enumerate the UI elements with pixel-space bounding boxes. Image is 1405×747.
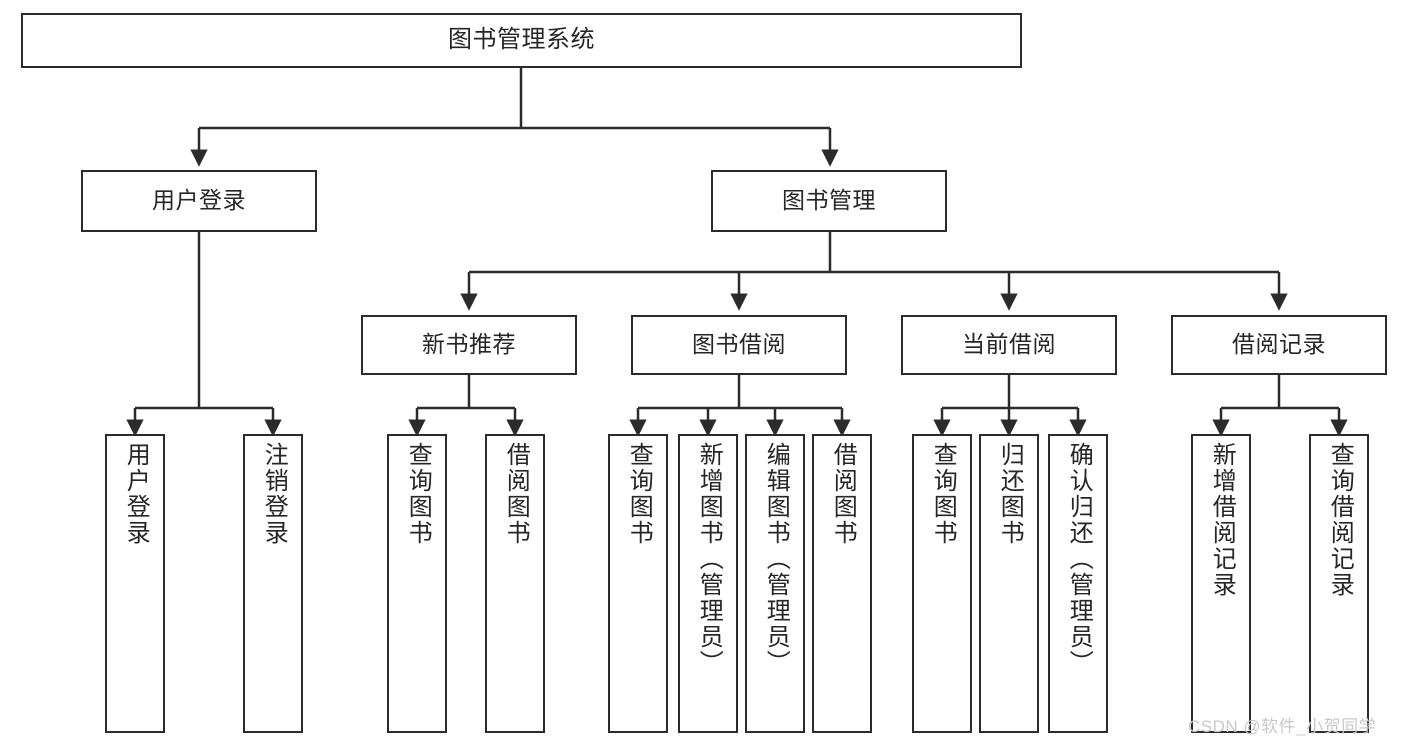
node-label: 借阅图书 — [829, 442, 857, 546]
node-label: 当前借阅 — [962, 331, 1056, 358]
node-label: 图书管理 — [782, 187, 876, 214]
leaf-query-book-current[interactable]: 查询图书 — [912, 434, 972, 733]
leaf-logout-login[interactable]: 注销登录 — [243, 434, 303, 733]
node-current-borrow[interactable]: 当前借阅 — [901, 315, 1117, 375]
node-user-login[interactable]: 用户登录 — [81, 170, 317, 232]
node-new-book-recommend[interactable]: 新书推荐 — [361, 315, 577, 375]
node-label: 新增借阅记录 — [1208, 442, 1236, 598]
node-label: 用户登录 — [122, 442, 150, 546]
node-label: 借阅图书 — [502, 442, 530, 546]
node-book-management[interactable]: 图书管理 — [711, 170, 947, 232]
node-label: 新书推荐 — [422, 331, 516, 358]
leaf-return-book[interactable]: 归还图书 — [979, 434, 1039, 733]
node-label: 查询图书 — [929, 442, 957, 546]
leaf-query-borrow-record[interactable]: 查询借阅记录 — [1309, 434, 1369, 733]
leaf-query-book-recommend[interactable]: 查询图书 — [387, 434, 447, 733]
leaf-user-login[interactable]: 用户登录 — [105, 434, 165, 733]
node-borrow-record[interactable]: 借阅记录 — [1171, 315, 1387, 375]
node-label: 编辑图书（管理员） — [762, 442, 790, 676]
node-label: 新增图书（管理员） — [695, 442, 723, 676]
node-label: 借阅记录 — [1232, 331, 1326, 358]
node-label: 归还图书 — [996, 442, 1024, 546]
leaf-add-borrow-record[interactable]: 新增借阅记录 — [1191, 434, 1251, 733]
node-label: 查询图书 — [404, 442, 432, 546]
node-label: 图书管理系统 — [448, 26, 595, 54]
node-label: 查询图书 — [625, 442, 653, 546]
node-label: 图书借阅 — [692, 331, 786, 358]
node-label: 用户登录 — [152, 187, 246, 214]
node-book-borrow[interactable]: 图书借阅 — [631, 315, 847, 375]
leaf-add-book-admin[interactable]: 新增图书（管理员） — [678, 434, 738, 733]
node-root-book-management-system[interactable]: 图书管理系统 — [21, 13, 1022, 68]
leaf-edit-book-admin[interactable]: 编辑图书（管理员） — [745, 434, 805, 733]
leaf-borrow-book-recommend[interactable]: 借阅图书 — [485, 434, 545, 733]
csdn-watermark: CSDN @软件_小贺同学 — [1188, 717, 1377, 736]
node-label: 查询借阅记录 — [1326, 442, 1354, 598]
leaf-query-book-borrow[interactable]: 查询图书 — [608, 434, 668, 733]
leaf-borrow-book[interactable]: 借阅图书 — [812, 434, 872, 733]
node-label: 确认归还（管理员） — [1065, 442, 1093, 676]
node-label: 注销登录 — [260, 442, 288, 546]
leaf-confirm-return-admin[interactable]: 确认归还（管理员） — [1048, 434, 1108, 733]
